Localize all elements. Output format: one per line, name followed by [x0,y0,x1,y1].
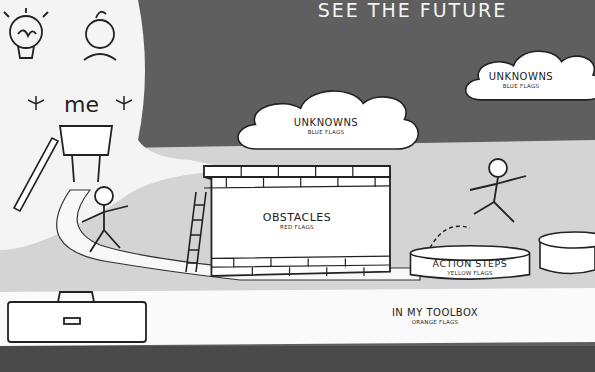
toolbox-case [8,292,146,342]
me-figure [60,126,112,182]
walking-figure [82,187,128,252]
self-label: me [64,92,99,117]
next-platform [539,232,595,274]
node-heading: ACTION STEPS [433,259,508,270]
page-title: SEE THE FUTURE [230,0,595,21]
node-heading: IN MY TOOLBOX [392,307,478,319]
cloud-shape [228,80,424,154]
head-symbol [84,12,116,60]
lightbulb-symbol [4,8,48,58]
action-platform: ACTION STEPSYELLOW FLAGS [408,244,532,280]
flag-note: BLUE FLAGS [308,129,345,135]
bottom-strip [0,346,595,372]
cloud-outline [238,91,418,149]
unknowns-cloud: UNKNOWNSBLUE FLAGS [458,42,595,104]
toolbox-label: IN MY TOOLBOXORANGE FLAGS [300,298,570,334]
jumping-figure [470,159,526,222]
flag-note: BLUE FLAGS [503,83,540,89]
band-fill [300,298,570,334]
ladder-symbol [186,192,206,272]
toolbox-band [0,288,595,346]
flag-note: YELLOW FLAGS [447,270,493,276]
pencil-symbol [14,138,58,211]
brick-wall [204,166,390,276]
flag-note: RED FLAGS [280,224,314,230]
unknowns-cloud: UNKNOWNSBLUE FLAGS [228,80,424,154]
me-area [0,0,215,250]
obstacles-wall: OBSTACLESRED FLAGS [204,166,390,276]
node-heading: UNKNOWNS [294,117,358,129]
node-heading: UNKNOWNS [489,71,553,83]
node-heading: OBSTACLES [263,212,331,225]
flag-note: ORANGE FLAGS [412,319,459,325]
platform-outline [410,246,529,279]
jump-trail [430,226,470,248]
cloud-outline [466,51,595,100]
